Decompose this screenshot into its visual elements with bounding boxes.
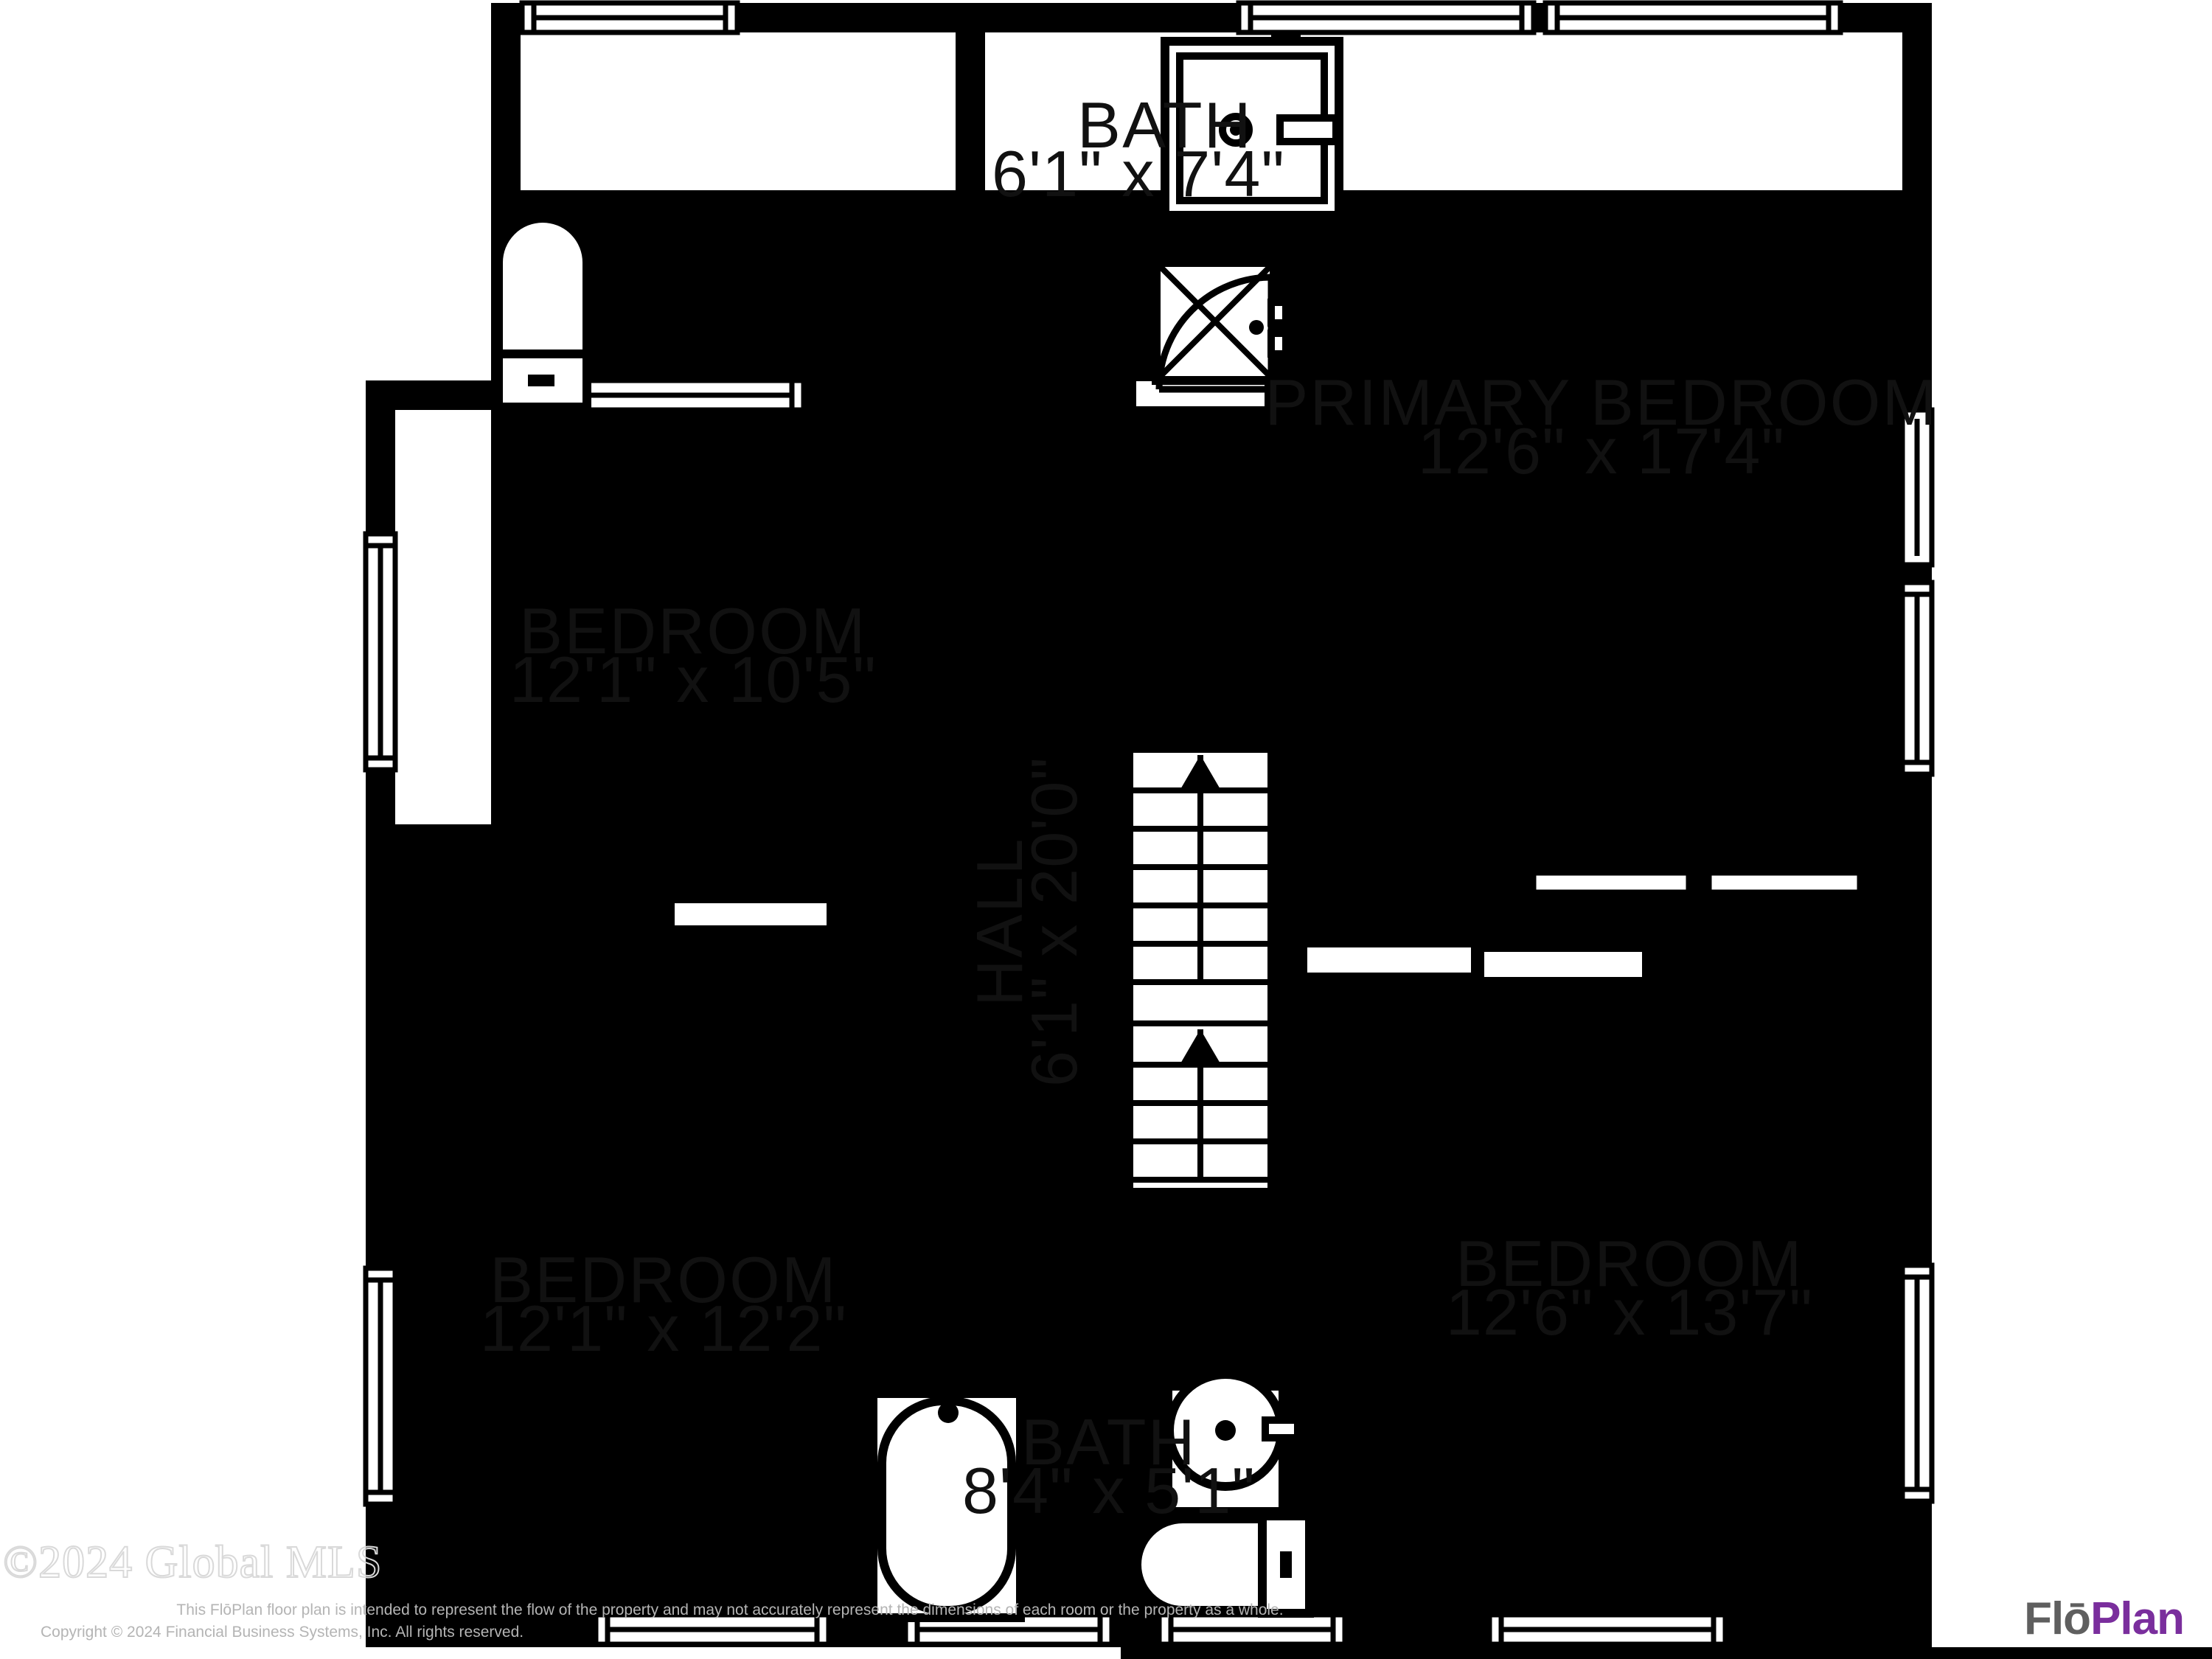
door-bath-lower	[1037, 1217, 1169, 1349]
window-bath-upper-north	[519, 0, 740, 35]
room-dim-primary-bedroom: 12'6" x 17'4"	[1418, 414, 1785, 487]
window-primary-north-2	[1543, 0, 1843, 35]
room-dim-bedroom-botleft: 12'1" x 12'2"	[480, 1292, 847, 1365]
door-bedroom-botright	[1303, 1217, 1446, 1360]
room-label-bedroom-topleft: BEDROOM	[519, 594, 867, 667]
copyright-notice: Copyright © 2024 Financial Business Syst…	[41, 1624, 524, 1641]
door-closet-center-left	[738, 1043, 860, 1166]
door-closet-center-right	[984, 1043, 1107, 1166]
door-bedroom-topleft	[846, 512, 977, 644]
toilet-icon-lower	[1133, 1512, 1314, 1618]
floplan-logo: FlōPlan	[2024, 1593, 2185, 1645]
window-primary-south-slider	[1531, 870, 1863, 895]
plumbing-fixtures	[494, 37, 1343, 1622]
window-bedroom-topleft-north	[565, 378, 807, 413]
mls-watermark: ©2024 Global MLS	[2, 1537, 383, 1587]
door-bath-upper	[1155, 274, 1275, 393]
window-bedroom-botleft-south	[593, 1612, 832, 1647]
window-bedroom-botright-south	[1486, 1612, 1728, 1647]
door-primary-bedroom	[1303, 509, 1440, 647]
floplan-logo-part1: Flō	[2024, 1593, 2091, 1644]
room-dim-bath-lower: 8'4" x 5'1"	[962, 1454, 1256, 1527]
window-bedroom-topleft-west	[363, 531, 398, 773]
windows	[363, 0, 1935, 1647]
floorplan-disclaimer: This FlōPlan floor plan is intended to r…	[176, 1601, 1284, 1618]
window-primary-east-1	[1899, 407, 1935, 568]
door-bedroom-botleft	[843, 1213, 977, 1347]
door-primary-closet	[1309, 987, 1431, 1110]
sink-round-icon	[1164, 1370, 1301, 1516]
room-dim-bedroom-botright: 12'6" x 13'7"	[1446, 1276, 1813, 1349]
room-label-primary-bedroom: PRIMARY BEDROOM	[1265, 366, 1938, 439]
window-primary-east-2	[1899, 580, 1935, 777]
room-label-hall: HALL	[963, 837, 1036, 1006]
window-bedroom-botleft-west	[363, 1265, 398, 1507]
room-labels: BATH 6'1" x 7'4" BEDROOM 12'1" x 10'5" P…	[480, 88, 1938, 1527]
room-dim-bedroom-topleft: 12'1" x 10'5"	[509, 643, 877, 716]
bathtub-icon	[869, 1389, 1025, 1622]
door-closet-topleft	[518, 775, 658, 915]
room-dim-bath-upper: 6'1" x 7'4"	[992, 137, 1285, 210]
door-hall-closet-top	[999, 409, 1113, 523]
toilet-icon-upper	[494, 214, 591, 411]
window-primary-north-1	[1236, 0, 1537, 35]
room-label-bath-upper: BATH	[1077, 88, 1253, 161]
room-label-bedroom-botright: BEDROOM	[1455, 1227, 1804, 1300]
door-swings	[518, 274, 1446, 1360]
sink-square-icon	[1161, 37, 1343, 220]
room-label-bedroom-botleft: BEDROOM	[490, 1243, 838, 1316]
room-label-bath-lower: BATH	[1021, 1405, 1197, 1478]
window-bedroom-botright-east	[1899, 1262, 1935, 1504]
room-dim-hall: 6'1" x 20'0"	[1018, 757, 1091, 1087]
floplan-logo-part2: Plan	[2090, 1593, 2185, 1644]
stairs-icon	[1126, 745, 1275, 1195]
window-hall-lower-south	[1156, 1612, 1348, 1647]
